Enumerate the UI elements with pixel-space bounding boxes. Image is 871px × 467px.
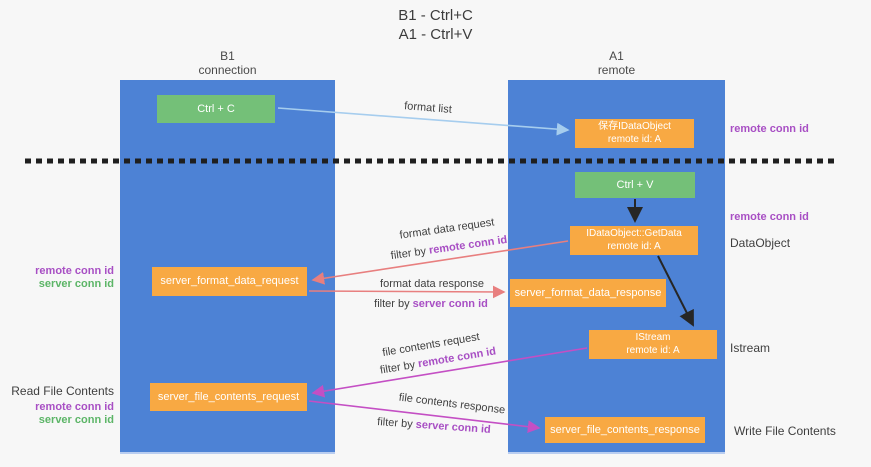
ctrl-v-label: Ctrl + V xyxy=(616,178,654,191)
server-conn-id-text: server conn id xyxy=(412,298,488,310)
server-format-data-response-label: server_format_data_response xyxy=(514,286,662,299)
getdata-to-istream-arrow xyxy=(657,255,694,327)
format-data-response-arrow xyxy=(308,285,506,299)
left-column-subtitle: connection xyxy=(198,63,257,77)
server-file-contents-response-label: server_file_contents_response xyxy=(550,423,700,436)
file-contents-request-arrow xyxy=(311,347,588,398)
right-column-header: A1 remote xyxy=(508,49,725,77)
save-dataobject-line2: remote id: A xyxy=(607,133,662,145)
left-column-header: B1 connection xyxy=(120,49,335,77)
remote-conn-id-annotation-top: remote conn id xyxy=(730,123,809,135)
save-dataobject-node: 保存IDataObject remote id: A xyxy=(575,119,694,148)
server-file-contents-request-label: server_file_contents_request xyxy=(157,390,300,403)
diagram-title: B1 - Ctrl+C A1 - Ctrl+V xyxy=(0,6,871,44)
right-column-subtitle: remote xyxy=(597,63,636,77)
remote-conn-id-annotation-left1: remote conn id xyxy=(35,265,114,277)
write-file-contents-annotation: Write File Contents xyxy=(734,424,836,438)
server-format-data-response-node: server_format_data_response xyxy=(510,279,666,307)
server-format-data-request-label: server_format_data_request xyxy=(160,275,299,287)
format-data-response-label: format data response xyxy=(380,278,484,290)
read-file-contents-text: Read File Contents xyxy=(11,384,114,398)
istream-annotation: Istream xyxy=(730,341,771,355)
filter-by-text: filter by xyxy=(376,416,414,431)
format-data-response-filter-label: filter by server conn id xyxy=(374,298,488,310)
server-format-data-request-node: server_format_data_request xyxy=(152,267,307,296)
format-conn-id-stack: remote conn id server conn id xyxy=(10,265,114,291)
getdata-node: IDataObject::GetData remote id: A xyxy=(570,226,698,255)
format-list-arrow xyxy=(277,107,570,136)
remote-conn-id-annotation-mid: remote conn id xyxy=(730,211,809,223)
getdata-line2: remote id: A xyxy=(607,240,661,252)
server-conn-id-annotation-left2: server conn id xyxy=(38,414,114,426)
remote-conn-id-annotation-left2: remote conn id xyxy=(35,401,114,413)
save-dataobject-line1: 保存IDataObject xyxy=(598,121,671,132)
file-contents-response-arrow xyxy=(308,400,541,434)
file-conn-id-stack: remote conn id server conn id xyxy=(10,401,114,427)
filter-by-text: filter by xyxy=(374,298,410,310)
dataobject-annotation: DataObject xyxy=(730,236,791,250)
ctrl-v-node: Ctrl + V xyxy=(575,172,695,198)
title-line1: B1 - Ctrl+C xyxy=(398,7,473,24)
ctrl-c-label: Ctrl + C xyxy=(197,102,235,115)
title-line2: A1 - Ctrl+V xyxy=(398,26,473,43)
server-conn-id-annotation-left1: server conn id xyxy=(38,278,114,290)
server-file-contents-response-node: server_file_contents_response xyxy=(545,417,705,443)
istream-line2: remote id: A xyxy=(626,344,680,356)
read-file-contents-annotation: Read File Contents xyxy=(10,384,114,398)
ctrl-c-node: Ctrl + C xyxy=(157,95,275,123)
istream-node: IStream remote id: A xyxy=(589,330,717,359)
istream-line1: IStream xyxy=(635,332,671,343)
right-column-name: A1 xyxy=(609,49,624,63)
server-file-contents-request-node: server_file_contents_request xyxy=(150,383,307,411)
format-data-request-arrow xyxy=(311,240,569,285)
getdata-line1: IDataObject::GetData xyxy=(586,228,682,239)
left-column-name: B1 xyxy=(220,49,235,63)
